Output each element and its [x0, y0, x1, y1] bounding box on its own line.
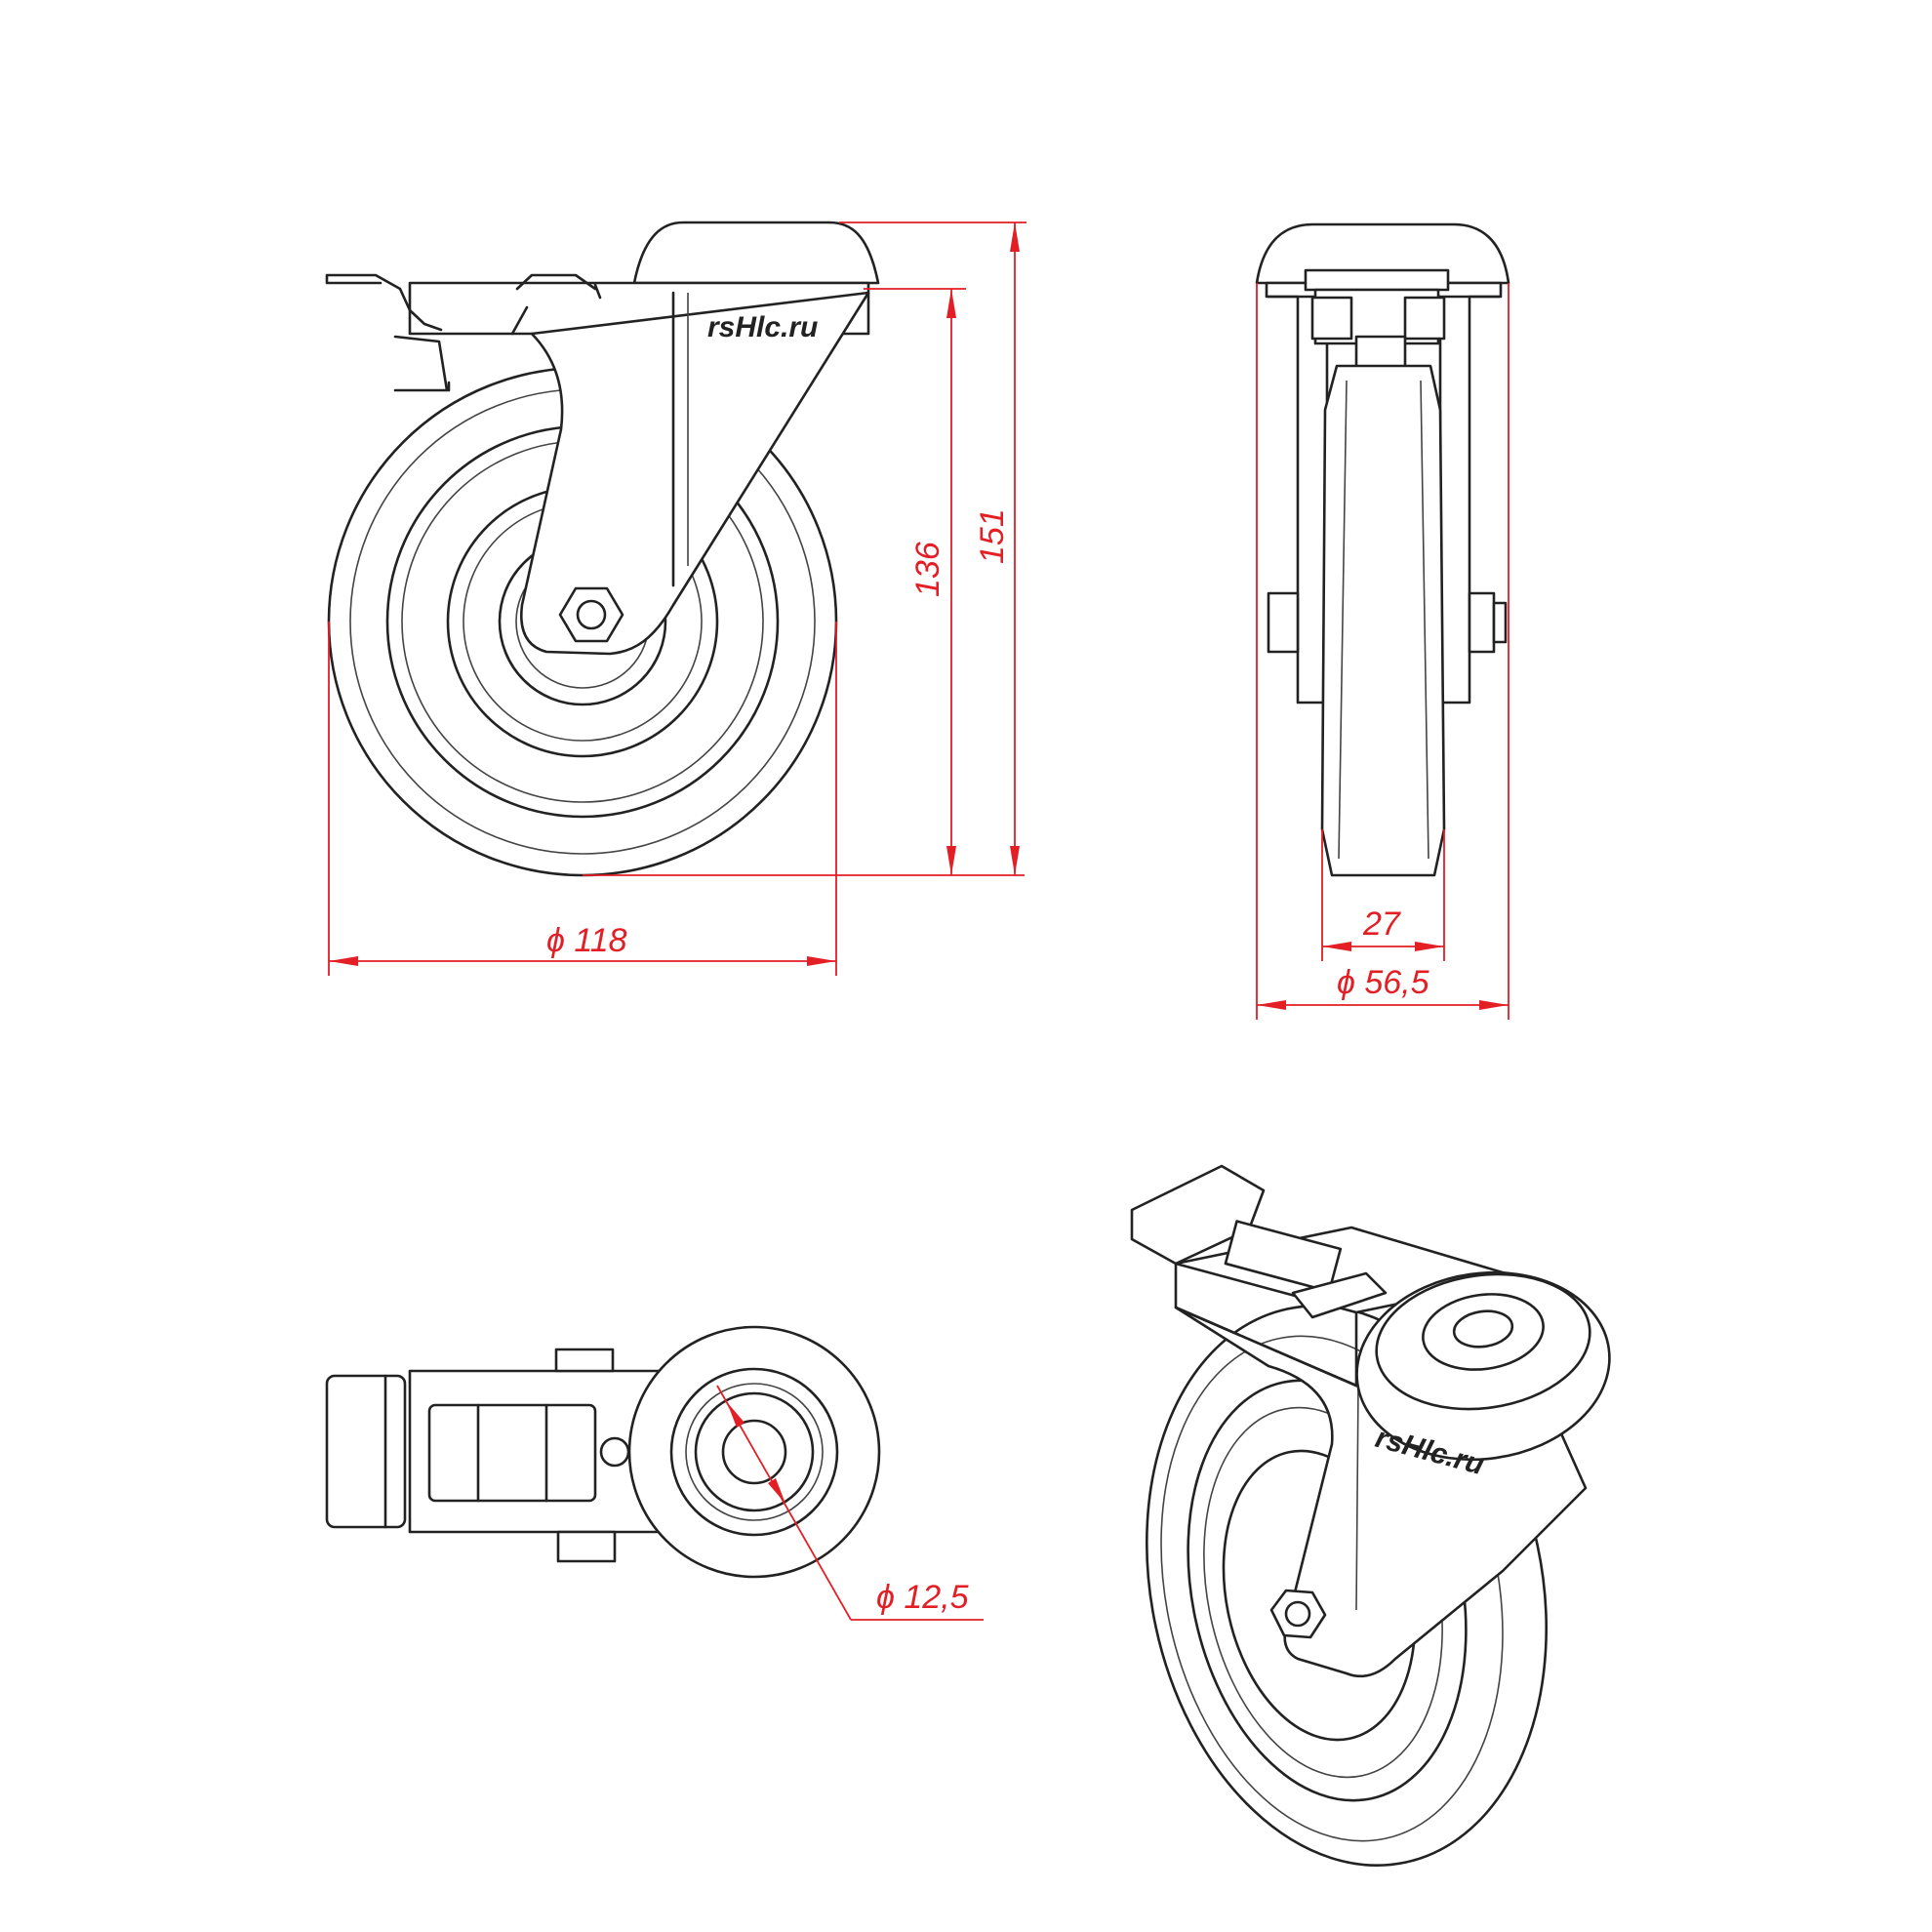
- top-brake-pedal: [325, 1374, 407, 1529]
- front-dimensions: 27 ϕ 56,5: [1256, 283, 1509, 1020]
- brand-label-side: rsHlc.ru: [707, 311, 818, 343]
- front-top-dome: [1255, 222, 1510, 285]
- front-view: [1255, 222, 1510, 877]
- dim-height-136: 136: [909, 542, 946, 597]
- top-view: [325, 1325, 881, 1579]
- front-axle-bolt: [1267, 591, 1300, 654]
- dim-height-151: 151: [974, 508, 1011, 564]
- front-wheel: [1320, 364, 1446, 877]
- side-view: rsHlc.ru: [325, 221, 880, 877]
- side-fork: [520, 291, 870, 656]
- iso-axle-nut: [1269, 1589, 1327, 1639]
- dim-bolt-hole: ϕ 12,5: [876, 1579, 969, 1616]
- side-dimensions: ϕ 118 136 151: [328, 221, 1026, 976]
- dim-wheel-width: 27: [1362, 906, 1401, 943]
- side-brake-lever: [325, 273, 602, 392]
- isometric-view: rsHlc.ru: [1130, 1164, 1611, 1867]
- dim-top-diameter: ϕ 56,5: [1337, 964, 1429, 1001]
- top-dimensions: ϕ 12,5: [716, 1385, 984, 1621]
- side-top-dome: [632, 221, 880, 285]
- dim-wheel-diameter: ϕ 118: [546, 922, 627, 959]
- iso-dome: [1355, 1270, 1611, 1462]
- side-axle-nut: [558, 586, 624, 643]
